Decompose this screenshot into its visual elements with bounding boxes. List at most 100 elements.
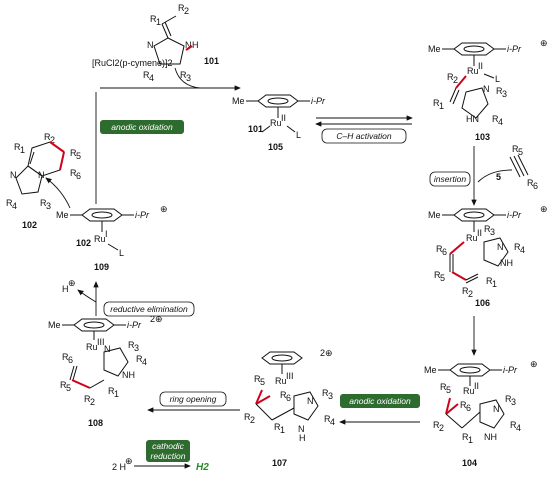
svg-text:⊕: ⊕ bbox=[540, 204, 548, 214]
svg-text:reduction: reduction bbox=[151, 451, 186, 461]
svg-text:R: R bbox=[434, 270, 441, 280]
svg-text:NH: NH bbox=[484, 432, 497, 442]
svg-text:Ru: Ru bbox=[270, 118, 282, 128]
svg-text:R: R bbox=[70, 168, 77, 178]
svg-text:III: III bbox=[286, 371, 294, 381]
svg-text:4: 4 bbox=[142, 357, 147, 367]
svg-text:i-Pr: i-Pr bbox=[135, 210, 150, 220]
svg-text:3: 3 bbox=[46, 201, 51, 211]
svg-text:R: R bbox=[486, 276, 493, 286]
svg-text:I: I bbox=[105, 229, 108, 239]
svg-text:N: N bbox=[104, 344, 111, 354]
svg-text:II: II bbox=[477, 228, 482, 238]
svg-text:102: 102 bbox=[76, 238, 91, 248]
substrate-number: 101 bbox=[204, 56, 219, 66]
svg-text:N: N bbox=[10, 170, 17, 180]
svg-text:1: 1 bbox=[439, 101, 444, 111]
svg-text:H: H bbox=[299, 433, 306, 443]
svg-text:H: H bbox=[192, 40, 199, 50]
svg-text:R: R bbox=[44, 132, 51, 142]
svg-text:4: 4 bbox=[12, 201, 17, 211]
svg-text:R: R bbox=[505, 394, 512, 404]
svg-text:L: L bbox=[119, 248, 124, 258]
svg-text:2: 2 bbox=[468, 289, 473, 299]
svg-text:R: R bbox=[514, 242, 521, 252]
compound-109: Me i-Pr ⊕ Ru I L 102 109 bbox=[56, 204, 168, 272]
reductive-elimination-box bbox=[103, 301, 195, 317]
svg-text:5: 5 bbox=[440, 273, 445, 283]
svg-text:N: N bbox=[38, 170, 45, 180]
catalyst-label: [RuCl2(p-cymene)]2 bbox=[92, 58, 173, 68]
svg-text:N: N bbox=[483, 84, 490, 94]
svg-text:N: N bbox=[497, 242, 504, 252]
svg-text:4: 4 bbox=[498, 117, 503, 127]
svg-text:L: L bbox=[296, 130, 301, 140]
svg-text:1: 1 bbox=[156, 17, 161, 27]
svg-text:R: R bbox=[60, 380, 67, 390]
svg-text:5: 5 bbox=[76, 151, 81, 161]
svg-text:⊕: ⊕ bbox=[68, 278, 76, 288]
svg-text:III: III bbox=[97, 337, 105, 347]
anodic-oxidation-box-2 bbox=[340, 394, 420, 408]
svg-text:R: R bbox=[322, 388, 329, 398]
svg-text:R: R bbox=[496, 86, 503, 96]
svg-text:Me: Me bbox=[56, 210, 69, 220]
svg-text:L: L bbox=[495, 74, 500, 84]
anodic-oxidation-box-1 bbox=[100, 120, 184, 134]
svg-text:II: II bbox=[281, 113, 286, 123]
svg-text:107: 107 bbox=[272, 458, 287, 468]
svg-text:4: 4 bbox=[330, 417, 335, 427]
substrate-curve bbox=[174, 67, 201, 89]
svg-text:R: R bbox=[492, 114, 499, 124]
svg-text:4: 4 bbox=[149, 73, 154, 83]
svg-text:4: 4 bbox=[520, 245, 525, 255]
svg-text:5: 5 bbox=[446, 385, 451, 395]
svg-text:104: 104 bbox=[462, 458, 477, 468]
svg-text:6: 6 bbox=[533, 181, 538, 191]
svg-text:⊕: ⊕ bbox=[160, 204, 168, 214]
hplus-label: H bbox=[62, 284, 69, 294]
svg-text:3: 3 bbox=[186, 73, 191, 83]
svg-text:5: 5 bbox=[518, 147, 523, 157]
svg-text:3: 3 bbox=[490, 227, 495, 237]
svg-text:R: R bbox=[527, 178, 534, 188]
svg-text:5: 5 bbox=[66, 383, 71, 393]
svg-text:6: 6 bbox=[68, 355, 73, 365]
svg-text:R: R bbox=[128, 340, 135, 350]
svg-text:R: R bbox=[6, 198, 13, 208]
svg-text:N: N bbox=[493, 404, 500, 414]
svg-text:R: R bbox=[484, 224, 491, 234]
svg-text:i-Pr: i-Pr bbox=[503, 365, 518, 375]
anodic-oxidation-label-1: anodic oxidation bbox=[111, 122, 173, 132]
svg-text:II: II bbox=[478, 61, 483, 71]
svg-text:103: 103 bbox=[475, 132, 490, 142]
svg-text:R: R bbox=[462, 432, 469, 442]
svg-text:R: R bbox=[447, 72, 454, 82]
svg-text:6: 6 bbox=[76, 171, 81, 181]
svg-text:102: 102 bbox=[22, 220, 37, 230]
ch-activation-box bbox=[321, 128, 407, 144]
svg-text:6: 6 bbox=[442, 247, 447, 257]
svg-text:NH: NH bbox=[500, 258, 513, 268]
svg-text:105: 105 bbox=[268, 142, 283, 152]
svg-text:R: R bbox=[440, 382, 447, 392]
svg-text:3: 3 bbox=[502, 89, 507, 99]
ch-activation-label: C–H activation bbox=[336, 131, 392, 141]
svg-text:Me: Me bbox=[424, 365, 437, 375]
svg-text:2: 2 bbox=[439, 423, 444, 433]
svg-text:Me: Me bbox=[428, 210, 441, 220]
svg-text:101: 101 bbox=[248, 124, 263, 134]
svg-text:2⊕: 2⊕ bbox=[150, 314, 163, 324]
svg-text:N: N bbox=[185, 40, 192, 50]
svg-text:Ru: Ru bbox=[275, 376, 287, 386]
svg-text:5: 5 bbox=[496, 172, 501, 182]
svg-text:NH: NH bbox=[122, 370, 135, 380]
svg-text:R: R bbox=[433, 420, 440, 430]
svg-text:2⊕: 2⊕ bbox=[320, 348, 333, 358]
svg-text:Ru: Ru bbox=[463, 386, 475, 396]
svg-text:R: R bbox=[70, 148, 77, 158]
svg-text:Me: Me bbox=[48, 320, 61, 330]
